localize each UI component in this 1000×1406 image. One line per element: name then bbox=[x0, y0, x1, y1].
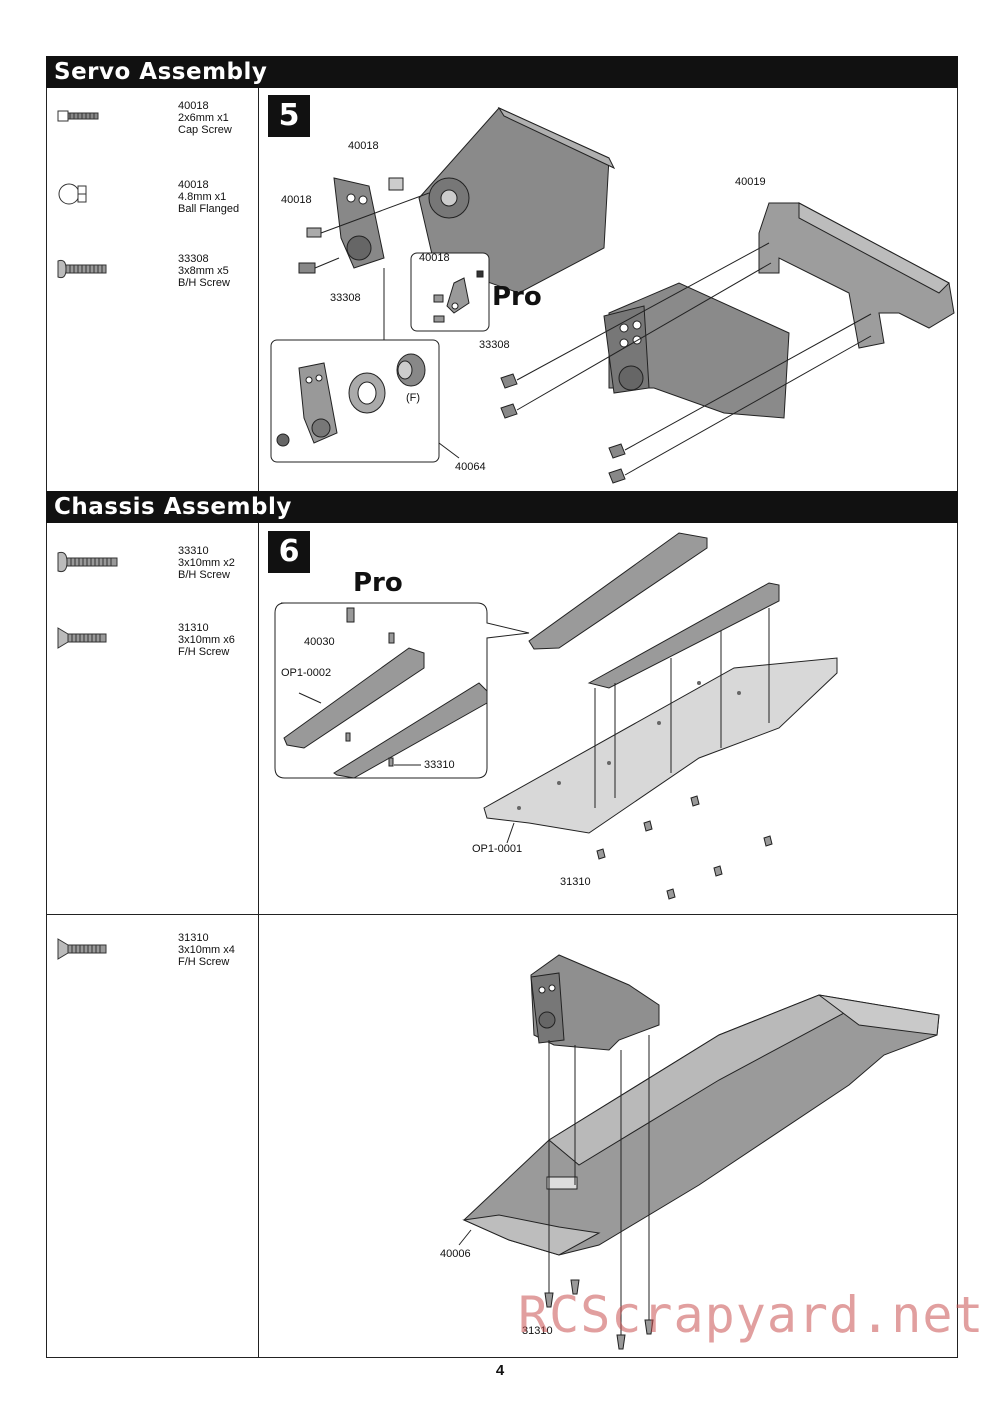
part-label: 31310 bbox=[522, 1325, 553, 1337]
part-label: 33308 bbox=[479, 339, 510, 351]
chassis-servo-diagram bbox=[458, 954, 940, 1350]
part-label: OP1-0001 bbox=[472, 843, 523, 855]
watermark: RCScrapyard.net bbox=[518, 1286, 985, 1344]
column-divider bbox=[258, 523, 259, 1358]
section-header-servo: Servo Assembly bbox=[46, 56, 958, 88]
part-label: 40030 bbox=[304, 636, 335, 648]
servo-assembly-diagram bbox=[270, 106, 955, 484]
part-label: 33310 bbox=[424, 759, 455, 771]
cap-screw-icon bbox=[57, 110, 99, 122]
pro-label: Pro bbox=[353, 568, 403, 598]
fh-screw-icon bbox=[57, 627, 107, 649]
bh-screw-icon bbox=[57, 551, 118, 573]
page-number: 4 bbox=[495, 1362, 505, 1379]
fh-screw-icon bbox=[57, 938, 107, 960]
step-divider bbox=[46, 914, 958, 915]
step-number-badge: 5 bbox=[268, 95, 310, 137]
part-label: 40064 bbox=[455, 461, 486, 473]
part-label: 40019 bbox=[735, 176, 766, 188]
ball-flanged-icon bbox=[58, 183, 87, 205]
part-label: 40018 bbox=[419, 252, 450, 264]
step-number-badge: 6 bbox=[268, 531, 310, 573]
bh-screw-icon bbox=[57, 259, 107, 279]
pro-label: Pro bbox=[492, 282, 542, 312]
part-label: 40018 bbox=[281, 194, 312, 206]
part-label: OP1-0002 bbox=[281, 667, 332, 679]
column-divider bbox=[258, 88, 259, 491]
part-label: (F) bbox=[406, 392, 421, 404]
part-label: 31310 bbox=[560, 876, 591, 888]
section-header-chassis: Chassis Assembly bbox=[46, 491, 958, 523]
part-label: 40006 bbox=[440, 1248, 471, 1260]
part-label: 33308 bbox=[330, 292, 361, 304]
part-label: 40018 bbox=[348, 140, 379, 152]
chassis-assembly-diagram bbox=[274, 532, 838, 900]
